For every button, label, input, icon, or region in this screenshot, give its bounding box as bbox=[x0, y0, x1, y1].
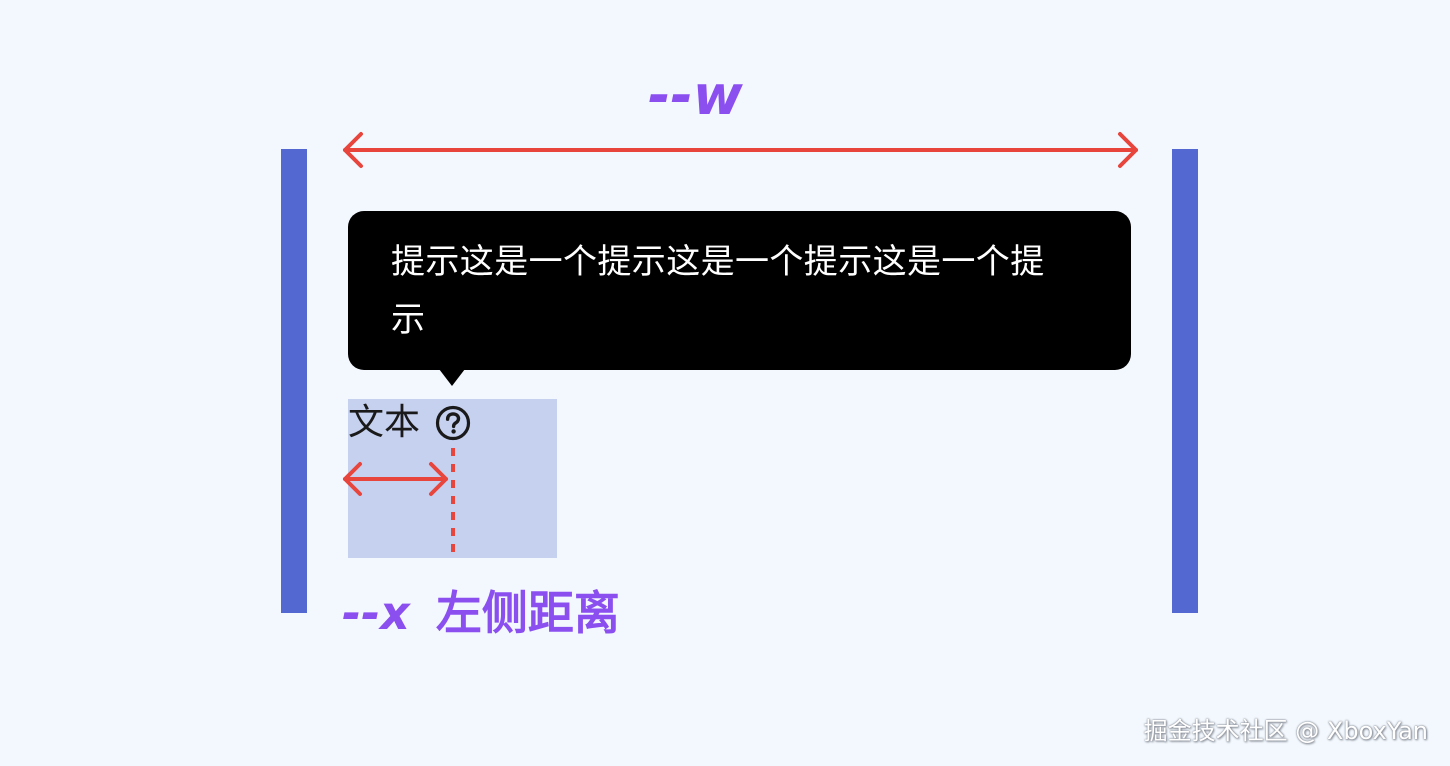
offset-label: --x 左侧距离 bbox=[342, 583, 620, 643]
width-variable-label: --w bbox=[648, 64, 743, 127]
question-circle-icon[interactable] bbox=[433, 403, 473, 443]
offset-variable: --x bbox=[342, 586, 410, 640]
tooltip-arrow-tail bbox=[439, 369, 465, 386]
trigger-text: 文本 bbox=[348, 402, 421, 443]
tooltip-bubble: 提示这是一个提示这是一个提示这是一个提示 bbox=[348, 211, 1131, 370]
offset-caption: 左侧距离 bbox=[435, 586, 620, 640]
watermark: 掘金技术社区 @ XboxYan bbox=[1143, 717, 1428, 745]
container-left-border bbox=[281, 149, 307, 613]
width-arrow bbox=[343, 132, 1138, 168]
tooltip-text: 提示这是一个提示这是一个提示这是一个提示 bbox=[391, 242, 1045, 340]
offset-arrow bbox=[343, 462, 448, 496]
container-right-border bbox=[1172, 149, 1198, 613]
